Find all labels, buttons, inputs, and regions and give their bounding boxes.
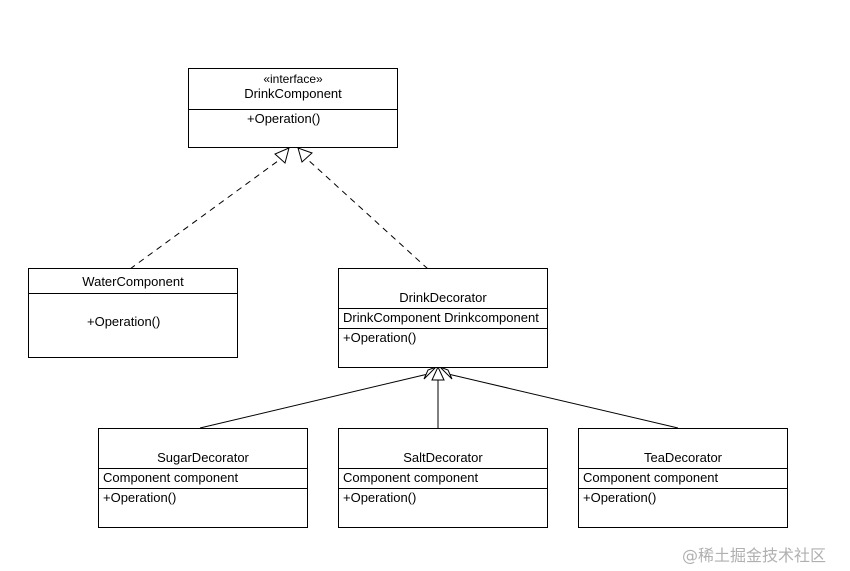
class-water-component: WaterComponent +Operation() xyxy=(28,268,238,358)
generalization-arrowhead-salt xyxy=(431,365,445,381)
generalization-tea xyxy=(447,373,679,429)
class-salt-decorator: SaltDecorator Component component +Opera… xyxy=(338,428,548,528)
realization-water-to-interface xyxy=(129,157,283,270)
operation: +Operation() xyxy=(343,330,417,345)
class-name: WaterComponent xyxy=(82,274,184,289)
attribute: Component component xyxy=(583,470,719,485)
stereotype-label: «interface» xyxy=(263,72,323,86)
class-name: DrinkDecorator xyxy=(399,290,487,305)
operation: +Operation() xyxy=(247,111,321,126)
class-name: DrinkComponent xyxy=(244,86,342,101)
generalization-sugar xyxy=(199,373,429,429)
realization-decorator-to-interface xyxy=(305,157,429,270)
class-tea-decorator: TeaDecorator Component component +Operat… xyxy=(578,428,788,528)
class-drink-component: «interface» DrinkComponent +Operation() xyxy=(188,68,398,148)
realization-arrowhead-right xyxy=(297,147,313,163)
class-name: SugarDecorator xyxy=(157,450,249,465)
generalization-arrowhead-sugar xyxy=(423,366,437,380)
operation: +Operation() xyxy=(103,490,177,505)
operation: +Operation() xyxy=(87,314,161,329)
realization-arrowhead-left xyxy=(274,147,290,164)
attribute: Component component xyxy=(343,470,479,485)
class-name: SaltDecorator xyxy=(403,450,483,465)
class-drink-decorator: DrinkDecorator DrinkComponent Drinkcompo… xyxy=(338,268,548,368)
generalization-arrowhead-tea xyxy=(439,366,453,380)
class-name: TeaDecorator xyxy=(643,450,723,465)
operation: +Operation() xyxy=(343,490,417,505)
watermark-text: @稀土掘金技术社区 xyxy=(682,546,827,565)
operation: +Operation() xyxy=(583,490,657,505)
attribute: DrinkComponent Drinkcomponent xyxy=(343,310,539,325)
attribute: Component component xyxy=(103,470,239,485)
class-sugar-decorator: SugarDecorator Component component +Oper… xyxy=(98,428,308,528)
